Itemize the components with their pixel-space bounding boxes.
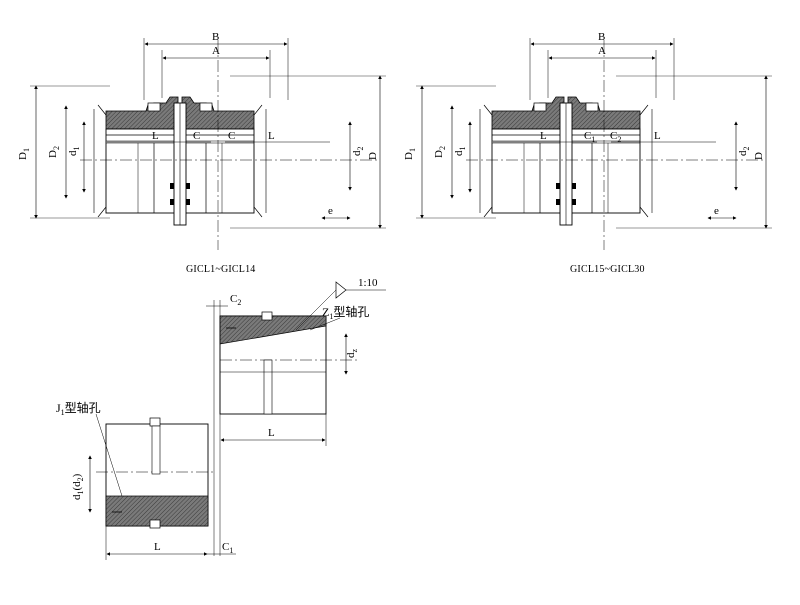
dim-C1-right: C1 bbox=[584, 130, 595, 144]
dim-C1-bottom: C1 bbox=[222, 541, 233, 555]
view-gicl1-14: B A L C C L D1 D2 d1 d2 D e bbox=[17, 31, 386, 250]
dim-e-left: e bbox=[328, 205, 333, 217]
dim-L-bottom-left: L bbox=[154, 541, 161, 553]
dim-D1-left: D1 bbox=[17, 148, 31, 160]
j1-bore-view: J1型轴孔 d1(d2) L C1 bbox=[56, 400, 236, 560]
dim-L-bottom-right: L bbox=[268, 427, 275, 439]
dim-A-right: A bbox=[598, 45, 606, 57]
dim-d2-right: d2 bbox=[737, 147, 751, 157]
caption-gicl15-30: GICL15~GICL30 bbox=[570, 264, 645, 275]
z1-bore-view: C2 1:10 Z1型轴孔 dz L bbox=[206, 277, 386, 556]
dim-D2-left: D2 bbox=[47, 146, 61, 158]
dim-e-right: e bbox=[714, 205, 719, 217]
dim-dz: dz bbox=[345, 349, 359, 359]
taper-ratio: 1:10 bbox=[358, 277, 378, 289]
caption-gicl1-14: GICL1~GICL14 bbox=[186, 264, 256, 275]
dim-d1-left: d1 bbox=[67, 147, 81, 157]
dim-L-right-2: L bbox=[654, 130, 661, 142]
dim-D2-right: D2 bbox=[433, 146, 447, 158]
dim-B-right: B bbox=[598, 31, 605, 43]
dim-d2-left: d2 bbox=[351, 147, 365, 157]
dim-C-left-2: C bbox=[228, 130, 235, 142]
dim-L-right-1: L bbox=[540, 130, 547, 142]
z1-label: Z1型轴孔 bbox=[322, 304, 369, 321]
dim-d1-right: d1 bbox=[453, 147, 467, 157]
dim-D-left: D bbox=[367, 152, 379, 160]
dim-C2-bottom: C2 bbox=[230, 293, 241, 307]
dim-L-left-1: L bbox=[152, 130, 159, 142]
j1-label: J1型轴孔 bbox=[56, 400, 101, 417]
dim-B-left: B bbox=[212, 31, 219, 43]
dim-D-right: D bbox=[753, 152, 765, 160]
dim-D1-right: D1 bbox=[403, 148, 417, 160]
dim-A-left: A bbox=[212, 45, 220, 57]
view-gicl15-30: B A L C1 C2 L D1 D2 d1 d2 D e bbox=[403, 31, 772, 250]
dim-C2-right: C2 bbox=[610, 130, 621, 144]
dim-C-left-1: C bbox=[193, 130, 200, 142]
dim-L-left-2: L bbox=[268, 130, 275, 142]
dim-d1-d2: d1(d2) bbox=[71, 473, 85, 500]
